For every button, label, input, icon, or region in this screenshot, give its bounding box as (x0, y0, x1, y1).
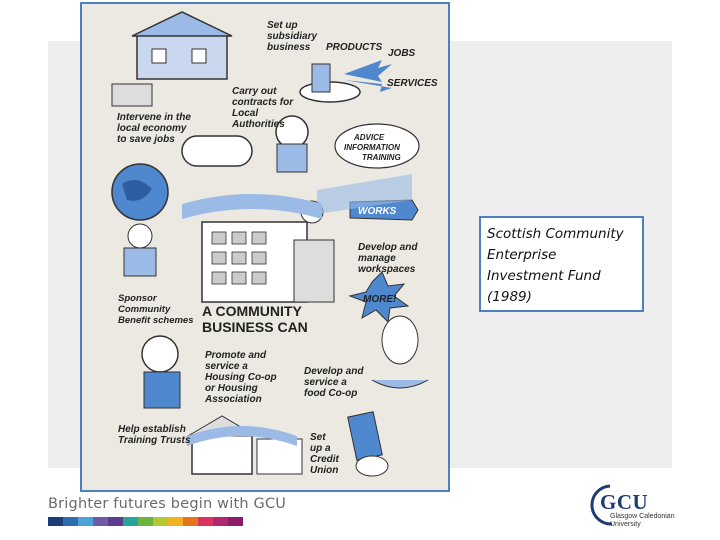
poster-label-sponsor-3: Benefit schemes (118, 315, 194, 326)
caption-line-2: Enterprise (487, 247, 557, 263)
poster-label-workspaces-3: workspaces (358, 264, 416, 275)
poster-label-more: MORE! (363, 294, 397, 305)
caption-box: Scottish Community Enterprise Investment… (479, 216, 644, 312)
poster-heading-2: BUSINESS CAN (202, 319, 308, 335)
caption-line-4: (1989) (487, 289, 532, 305)
poster-label-jobs: JOBS (388, 48, 416, 59)
color-bar-segment (123, 517, 138, 526)
caption-line-3: Investment Fund (487, 268, 601, 284)
logo-line-1: Glasgow Caledonian (610, 513, 675, 520)
poster-label-food-1: Develop and (304, 366, 364, 377)
color-bar-segment (78, 517, 93, 526)
gcu-logo: GCU Glasgow Caledonian University (590, 480, 680, 530)
color-bar-segment (153, 517, 168, 526)
color-bar-segment (63, 517, 78, 526)
poster-label-intervene-1: Intervene in the (117, 112, 191, 123)
poster-label-food-2: service a (304, 377, 347, 388)
poster-label-services: SERVICES (387, 78, 438, 89)
poster-label-credit-4: Union (310, 465, 338, 476)
poster-label-advice-2: INFORMATION (344, 143, 400, 152)
poster-label-advice-1: ADVICE (353, 133, 385, 142)
poster-image: Set up subsidiary business PRODUCTS JOBS… (80, 2, 450, 492)
color-bar-segment (183, 517, 198, 526)
color-bar-segment (228, 517, 243, 526)
poster-label-products: PRODUCTS (326, 42, 382, 53)
color-bar-segment (213, 517, 228, 526)
poster-label-food-3: food Co-op (304, 388, 357, 399)
color-bar-segment (168, 517, 183, 526)
poster-label-contracts-3: Local (232, 108, 258, 119)
poster-label-subsidiary-2: subsidiary (267, 31, 317, 42)
poster-label-sponsor-1: Sponsor (118, 293, 158, 304)
poster-label-advice-3: TRAINING (362, 153, 401, 162)
poster-label-housing-5: Association (204, 394, 262, 405)
poster-label-training-2: Training Trusts (118, 435, 191, 446)
poster-label-contracts-2: contracts for (232, 97, 294, 108)
poster-label-subsidiary-3: business (267, 42, 311, 53)
poster-label-housing-3: Housing Co-op (205, 372, 277, 383)
poster-label-workspaces-2: manage (358, 253, 396, 264)
caption-line-1: Scottish Community (487, 226, 624, 242)
poster-label-workspaces-1: Develop and (358, 242, 418, 253)
poster-label-housing-1: Promote and (205, 350, 267, 361)
poster-label-training-1: Help establish (118, 424, 186, 435)
poster-label-contracts-1: Carry out (232, 86, 277, 97)
color-bar-segment (198, 517, 213, 526)
footer-tagline: Brighter futures begin with GCU (48, 496, 287, 512)
poster-label-credit-2: up a (310, 443, 331, 454)
poster-label-housing-2: service a (205, 361, 248, 372)
logo-acronym: GCU (600, 490, 649, 514)
poster-label-sponsor-2: Community (118, 304, 171, 315)
poster-label-contracts-4: Authorities (231, 119, 285, 130)
color-bar-segment (48, 517, 63, 526)
poster-label-subsidiary-1: Set up (267, 20, 298, 31)
poster-label-housing-4: or Housing (205, 383, 258, 394)
poster-heading-1: A COMMUNITY (202, 303, 302, 319)
poster-label-credit-3: Credit (310, 454, 340, 465)
poster-label-intervene-2: local economy (117, 123, 187, 134)
color-bar-segment (93, 517, 108, 526)
poster-label-credit-1: Set (310, 432, 326, 443)
poster-label-works: WORKS (358, 206, 397, 217)
logo-line-2: University (610, 521, 641, 528)
color-bar-segment (138, 517, 153, 526)
color-bar-segment (108, 517, 123, 526)
poster-label-intervene-3: to save jobs (117, 134, 175, 145)
footer-color-bar (48, 517, 243, 526)
